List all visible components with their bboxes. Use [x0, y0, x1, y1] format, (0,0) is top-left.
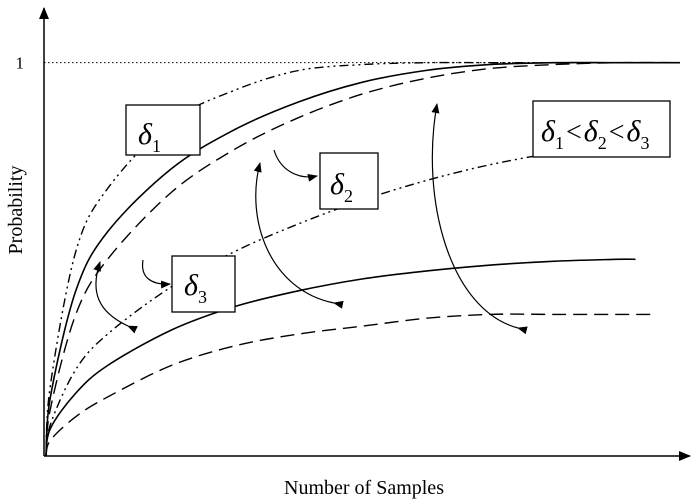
spread-arrow-middle [253, 162, 344, 309]
delta1-label-box: δ1 [125, 104, 201, 156]
less-than-operator: < [609, 117, 625, 148]
series-line-delta1-dashed [45, 61, 681, 457]
delta3-arrow [141, 259, 171, 289]
spread-arrow-right [431, 103, 528, 335]
delta-symbol: δ [541, 115, 556, 148]
svg-text:δ1<δ2<δ3: δ1<δ2<δ3 [541, 115, 649, 153]
delta-symbol: δ [138, 118, 153, 151]
delta-symbol: δ [330, 168, 345, 201]
delta-subscript: 3 [640, 133, 649, 153]
series-line-delta2-dashed [45, 313, 655, 457]
svg-text:δ2: δ2 [330, 168, 353, 206]
delta-symbol: δ [584, 115, 599, 148]
series-line-delta2-solid [45, 258, 636, 457]
less-than-operator: < [566, 117, 582, 148]
svg-text:δ3: δ3 [184, 269, 207, 307]
delta3-label-box: δ3 [171, 255, 236, 313]
y-axis-title: Probability [5, 166, 27, 255]
delta-subscript: 3 [198, 287, 207, 307]
x-axis-title: Number of Samples [284, 477, 444, 499]
delta-subscript: 1 [152, 136, 161, 156]
delta-symbol: δ [627, 115, 642, 148]
delta2-label-box: δ2 [319, 152, 379, 210]
delta-subscript: 2 [344, 186, 353, 206]
svg-text:δ1: δ1 [138, 118, 161, 156]
y-tick-label: 1 [16, 54, 25, 73]
delta-ordering-box: δ1<δ2<δ3 [532, 100, 671, 158]
delta-subscript: 2 [598, 133, 607, 153]
delta-subscript: 1 [555, 133, 564, 153]
delta-symbol: δ [184, 269, 199, 302]
delta2-arrow [273, 149, 318, 182]
spread-arrow-left [93, 261, 138, 334]
series-line-delta1-solid [45, 61, 680, 457]
